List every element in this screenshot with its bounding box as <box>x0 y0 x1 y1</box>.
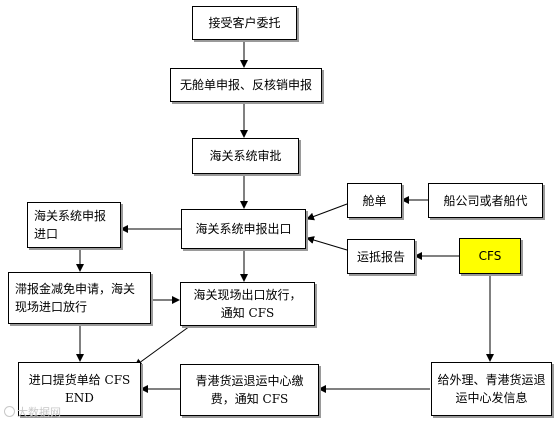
node-declare: 无舱单申报、反核销申报 <box>170 68 322 102</box>
watermark-text: 大数据网 <box>17 406 61 419</box>
node-notify-tally: 给外理、青港货运退 运中心发信息 <box>431 362 552 416</box>
arrow-release-to-pickup <box>134 325 191 367</box>
node-import-pickup-end: 进口提货单给 CFS END <box>18 362 141 416</box>
watermark-logo-icon <box>4 406 15 417</box>
node-customs-export-declaration: 海关系统申报出口 <box>181 209 306 249</box>
node-customs-approval: 海关系统审批 <box>192 138 299 174</box>
arrow-manifest-to-export <box>306 203 348 221</box>
watermark: 大数据网 <box>4 404 61 420</box>
node-onsite-export-release: 海关现场出口放行， 通知 CFS <box>180 282 315 326</box>
node-cfs: CFS <box>459 238 521 274</box>
node-payment-notify-cfs: 青港货运退运中心缴 费，通知 CFS <box>180 364 319 416</box>
node-manifest: 舱单 <box>347 183 402 218</box>
node-accept-client-entrustment: 接受客户委托 <box>192 6 297 40</box>
node-late-fee-exemption: 滞报金减免申请，海关 现场进口放行 <box>8 272 151 324</box>
node-customs-import-declaration: 海关系统申报 进口 <box>27 202 121 248</box>
node-arrival-report: 运抵报告 <box>347 239 415 274</box>
arrow-arrival-to-export <box>306 236 348 251</box>
node-shipping-company: 船公司或者船代 <box>428 183 543 218</box>
